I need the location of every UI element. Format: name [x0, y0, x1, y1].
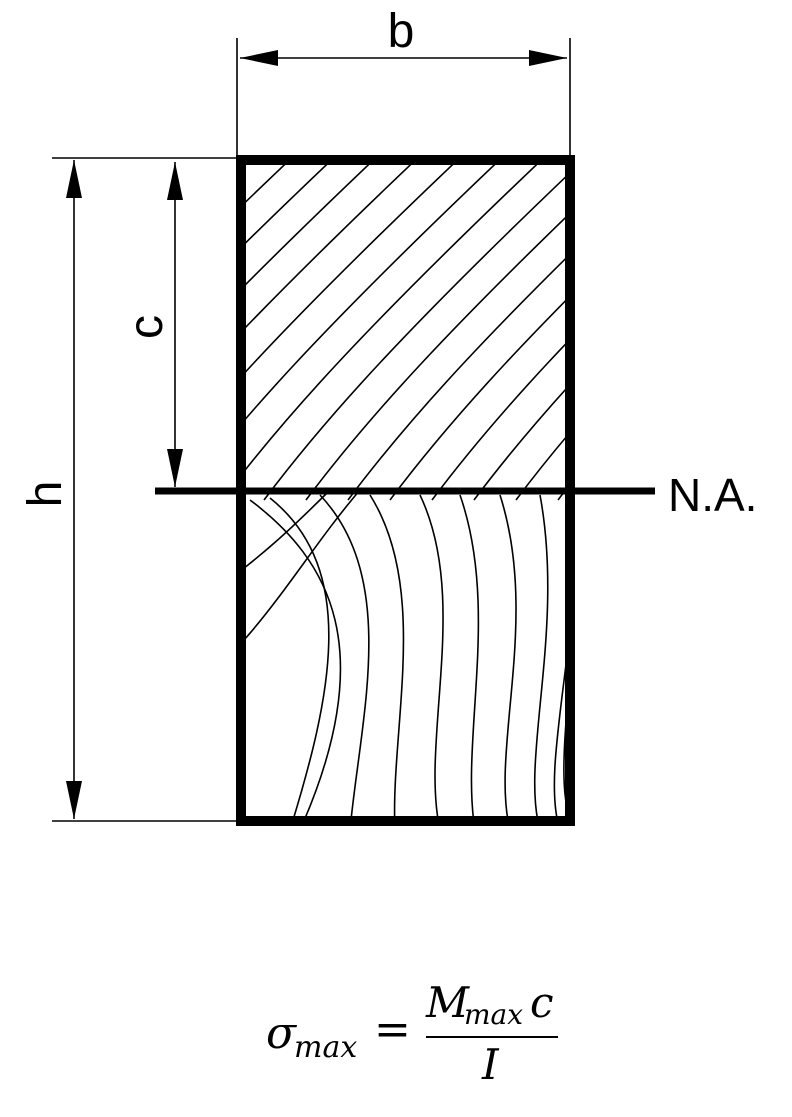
wood-grain-line [241, 160, 375, 291]
formula-moment-symbol: M [426, 978, 470, 1027]
wood-grain-line [499, 494, 517, 821]
c-arrow-top [167, 162, 183, 200]
wood-grain-line [263, 171, 570, 501]
wood-grain-line [241, 160, 417, 334]
wood-grain-line [241, 160, 543, 477]
wood-grain-line [431, 338, 570, 501]
bending-stress-formula: σ max = M max c I [262, 978, 582, 1098]
formula-sigma-subscript: max [294, 1030, 358, 1065]
wood-grain-line [369, 494, 405, 821]
wood-grain-line [459, 494, 480, 821]
width-arrow-left [240, 50, 278, 66]
wood-grain-line [347, 253, 570, 501]
wood-grain-line [600, 150, 792, 500]
wood-grain-line [249, 499, 342, 821]
wood-grain-line [684, 150, 792, 500]
wood-grain-line [241, 489, 331, 572]
neutral-distance-dimension: c [120, 162, 183, 487]
wood-grain-line [0, 150, 216, 500]
wood-grain-line [768, 150, 792, 500]
width-arrow-right [529, 50, 567, 66]
formula-moment-of-inertia: I [482, 1040, 499, 1089]
wood-grain-line [419, 494, 444, 821]
width-label: b [388, 5, 415, 58]
width-dimension: b [236, 5, 571, 155]
wood-grain-line [305, 212, 570, 501]
formula-moment-subscript: max [464, 998, 524, 1031]
wood-grain-hatching [0, 150, 792, 821]
wood-grain-line [269, 497, 330, 821]
wood-grain-line [241, 160, 459, 379]
neutral-distance-label: c [120, 315, 173, 339]
wood-grain-line [642, 150, 792, 500]
wood-grain-line [553, 622, 570, 821]
wood-grain-line [515, 431, 570, 501]
wood-grain-line [726, 150, 792, 500]
neutral-axis-label: N.A. [668, 469, 757, 521]
wood-grain-line [241, 489, 361, 645]
height-arrow-top [66, 160, 82, 198]
wood-grain-line [557, 482, 570, 501]
wood-grain-line [533, 494, 549, 821]
formula-sigma: σ [266, 1008, 297, 1059]
height-label: h [19, 481, 72, 508]
height-arrow-bottom [66, 781, 82, 819]
wood-grain-line [241, 160, 333, 249]
wood-grain-line [241, 160, 501, 426]
formula-c-factor: c [530, 978, 554, 1027]
height-dimension: h [19, 157, 236, 822]
wood-grain-line [473, 383, 570, 501]
formula-fraction-bar [426, 1036, 558, 1038]
formula-equals: = [374, 1004, 411, 1055]
wood-grain-line [319, 494, 370, 821]
c-arrow-bottom [167, 449, 183, 487]
wood-grain-line [389, 295, 570, 501]
